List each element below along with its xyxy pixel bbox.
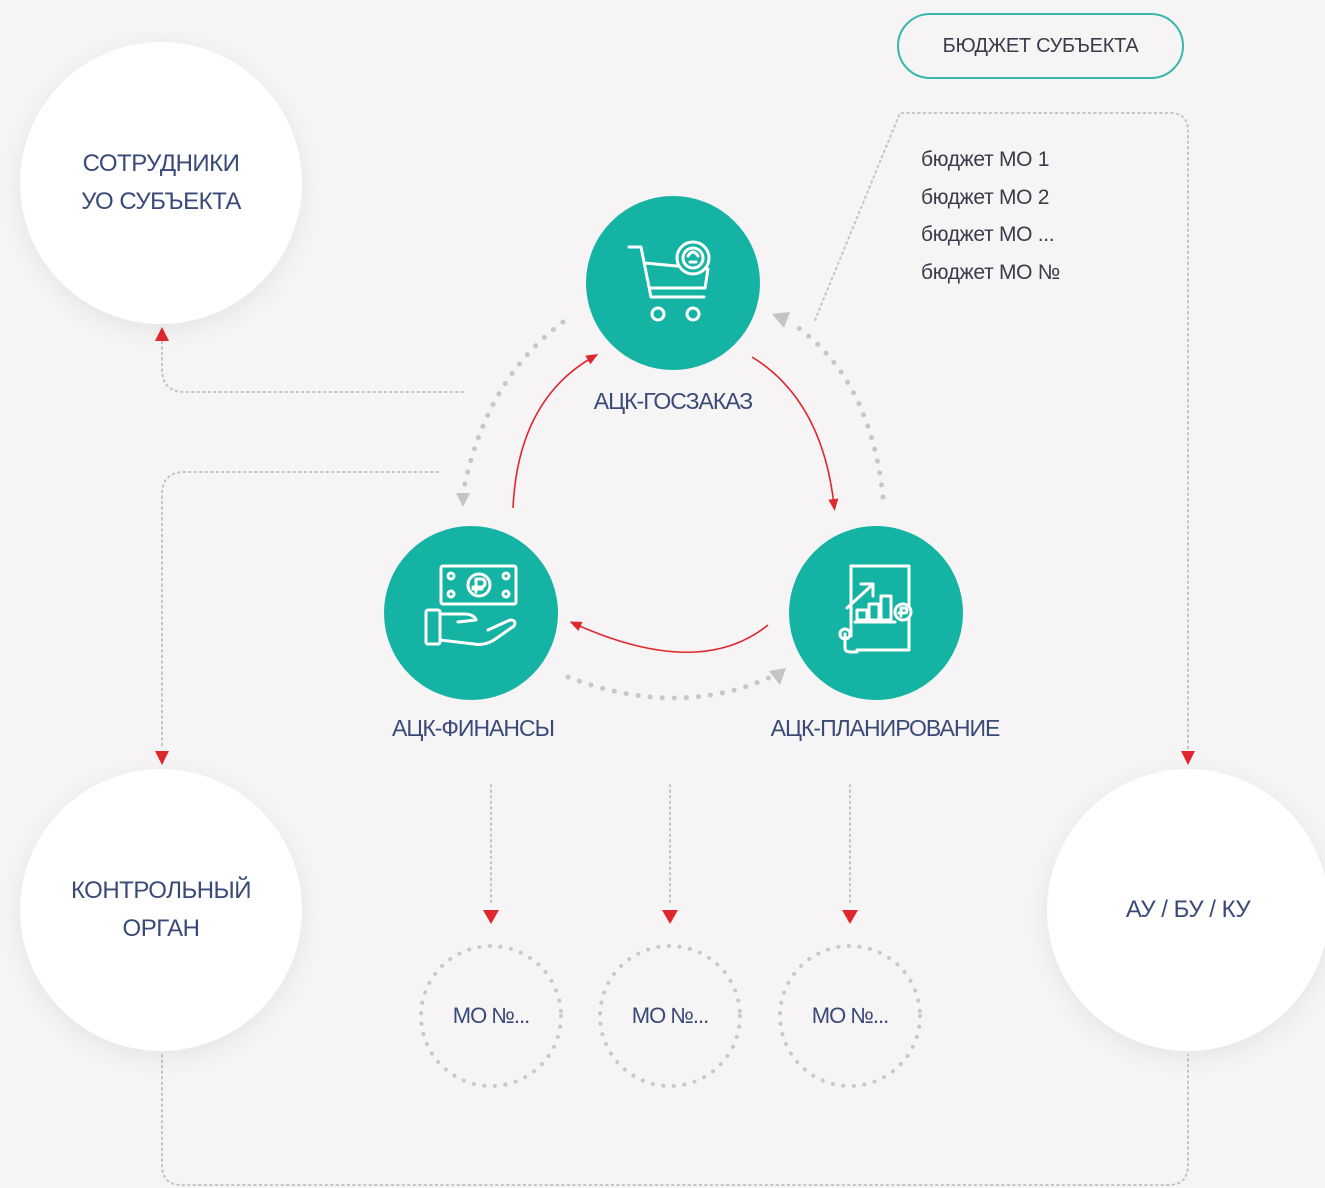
employees-node: СОТРУДНИКИ УО СУБЪЕКТА xyxy=(20,42,302,324)
connector-budget-to-institutions xyxy=(814,112,1189,749)
control-node-line1: КОНТРОЛЬНЫЙ xyxy=(70,877,252,904)
budget-subject-pill: БЮДЖЕТ СУБЪЕКТА xyxy=(897,13,1184,79)
red-arrow-finansy-to-goszakaz xyxy=(512,354,599,509)
gray-arrowhead-goszakaz xyxy=(772,312,790,328)
gray-arrowhead-finansy xyxy=(456,493,470,507)
plan-document-with-growth-chart-icon xyxy=(838,564,913,654)
mo-circle-3-outline xyxy=(778,944,922,1088)
connector-goszakaz-to-employees xyxy=(161,337,464,393)
control-node: КОНТРОЛЬНЫЙ ОРГАН xyxy=(20,769,302,1051)
gray-arrowhead-planirovanie xyxy=(769,668,786,685)
dotted-arc-finansy-to-planirovanie xyxy=(565,672,778,701)
goszakaz-node xyxy=(586,196,760,370)
mo-circle-1: МО №... xyxy=(452,1003,531,1028)
mo-circle-3: МО №... xyxy=(811,1003,890,1028)
budget-list-item: бюджет МО 1 xyxy=(921,148,1050,171)
red-arrowhead-mo-3 xyxy=(842,910,858,924)
red-arrowhead-institutions xyxy=(1181,751,1195,765)
mo-circle-2: МО №... xyxy=(631,1003,710,1028)
dotted-arc-planirovanie-to-goszakaz xyxy=(787,319,886,500)
employees-node-line1: СОТРУДНИКИ xyxy=(82,150,240,177)
mo-circle-2-outline xyxy=(598,944,742,1088)
control-node-line2: ОРГАН xyxy=(122,915,200,942)
employees-node-line2: УО СУБЪЕКТА xyxy=(81,188,241,215)
budget-list: бюджет МО 1 бюджет МО 2 бюджет МО ... бю… xyxy=(921,141,1060,291)
budget-list-item: бюджет МО ... xyxy=(921,223,1055,246)
connector-bottom-loop xyxy=(161,1054,1189,1186)
dotted-arc-goszakaz-to-finansy xyxy=(460,319,566,496)
shopping-cart-with-emblem-icon xyxy=(627,240,711,322)
institutions-node-label: АУ / БУ / КУ xyxy=(1125,896,1251,923)
finansy-node xyxy=(384,526,558,700)
red-arrowhead-employees xyxy=(155,327,169,341)
red-arrow-goszakaz-to-planirovanie xyxy=(751,356,839,511)
finansy-label: АЦК-ФИНАНСЫ xyxy=(392,715,555,741)
red-arrowhead-control xyxy=(155,751,169,765)
goszakaz-label: АЦК-ГОСЗАКАЗ xyxy=(593,388,753,414)
red-arrow-planirovanie-to-finansy xyxy=(569,621,769,653)
planirovanie-node xyxy=(789,526,963,700)
budget-list-item: бюджет МО 2 xyxy=(921,185,1050,209)
planirovanie-label: АЦК-ПЛАНИРОВАНИЕ xyxy=(770,715,1001,741)
connector-finansy-to-control xyxy=(161,471,439,749)
red-arrowhead-mo-1 xyxy=(483,910,499,924)
red-arrowhead-mo-2 xyxy=(662,910,678,924)
budget-list-item: бюджет МО № xyxy=(921,260,1060,284)
hand-with-ruble-banknote-icon xyxy=(424,564,518,646)
mo-circle-1-outline xyxy=(419,944,563,1088)
institutions-node: АУ / БУ / КУ xyxy=(1047,769,1325,1051)
